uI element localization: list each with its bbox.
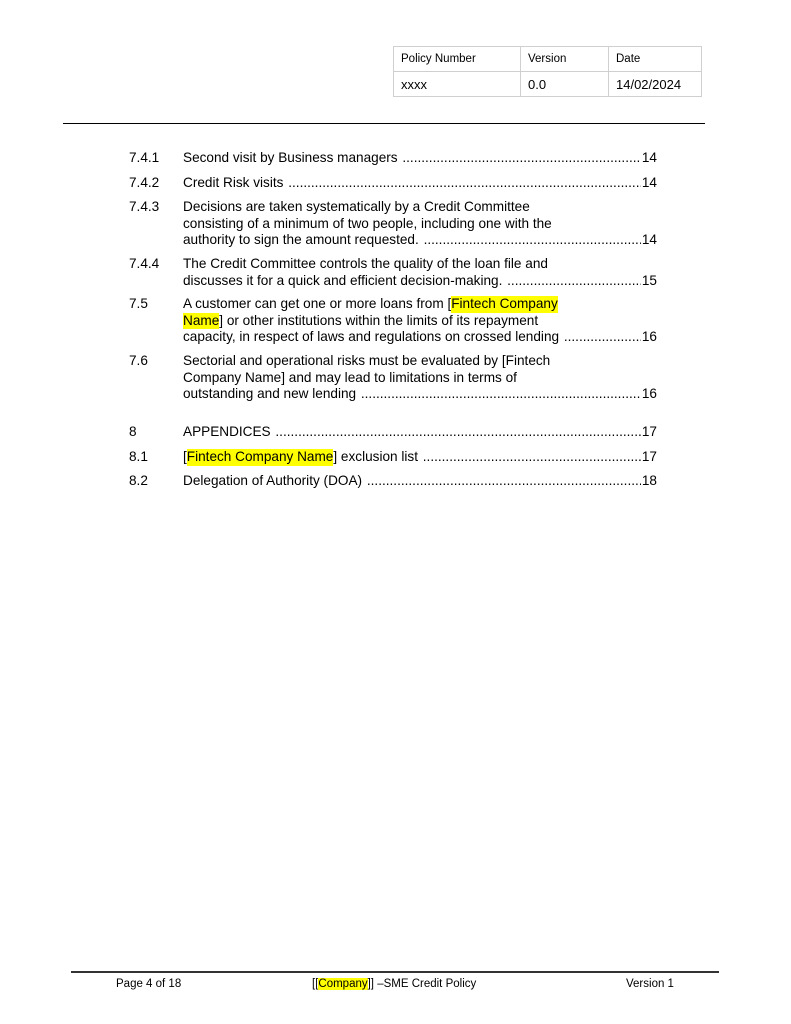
toc-entry-number: 7.6 <box>129 353 148 368</box>
policy-info-value-row: xxxx 0.0 14/02/2024 <box>393 71 702 97</box>
dot-leader <box>507 273 641 290</box>
value-policy-number: xxxx <box>393 71 521 97</box>
toc-entry-text: consisting of a minimum of two people, i… <box>183 215 552 231</box>
toc-page-number: 17 <box>641 424 657 439</box>
policy-info-header-row: Policy Number Version Date <box>393 46 702 72</box>
footer-document-title: [[Company]] –SME Credit Policy <box>312 978 476 990</box>
highlighted-placeholder: Fintech Company Name <box>186 449 334 466</box>
toc-page-number: 14 <box>641 232 657 247</box>
footer-title-suffix: ]] –SME Credit Policy <box>367 978 477 990</box>
dot-leader <box>402 150 641 167</box>
dot-leader <box>361 386 641 403</box>
toc-entry-text: discusses it for a quick and efficient d… <box>183 272 507 288</box>
toc-page-number: 16 <box>641 386 657 401</box>
footer-company-placeholder: Company <box>318 978 368 990</box>
highlighted-placeholder: Name <box>183 312 220 329</box>
toc-page-number: 15 <box>641 272 657 288</box>
toc-page-number: 17 <box>641 449 657 464</box>
dot-leader <box>275 424 640 441</box>
toc-entry-text: ] or other institutions within the limit… <box>219 312 539 328</box>
toc-entry-text: Credit Risk visits <box>183 175 288 190</box>
value-date: 14/02/2024 <box>608 71 702 97</box>
toc-entry-text: authority to sign the amount requested. <box>183 232 423 247</box>
footer-version: Version 1 <box>626 978 674 990</box>
toc-entry-number: 7.4.4 <box>129 256 160 271</box>
footer-title-prefix: [[ <box>312 978 319 990</box>
toc-entry-text: outstanding and new lending <box>183 386 360 401</box>
footer-divider <box>71 971 719 973</box>
toc-entry-text: Delegation of Authority (DOA) <box>183 473 366 488</box>
dot-leader <box>424 232 641 249</box>
toc-entry-text: Second visit by Business managers <box>183 150 402 165</box>
toc-entry-line: authority to sign the amount requested. … <box>183 232 657 249</box>
value-version: 0.0 <box>520 71 609 97</box>
toc-entry-line: Company Name] and may lead to limitation… <box>183 370 657 387</box>
header-version: Version <box>520 46 609 72</box>
toc-entry-line: Second visit by Business managers 14 <box>183 150 657 167</box>
toc-entry-number: 7.4.1 <box>129 150 160 165</box>
toc-entry-text: The Credit Committee controls the qualit… <box>183 256 548 271</box>
dot-leader <box>367 473 641 490</box>
toc-entry-line: Credit Risk visits 14 <box>183 175 657 192</box>
toc-entry-text: Decisions are taken systematically by a … <box>183 199 530 214</box>
toc-entry-number: 7.4.2 <box>129 175 160 190</box>
policy-info-table: Policy Number Version Date xxxx 0.0 14/0… <box>393 46 702 97</box>
toc-entry-line: APPENDICES 17 <box>183 424 657 441</box>
toc-page-number: 14 <box>641 175 657 190</box>
toc-entry-text: ] exclusion list <box>333 449 422 464</box>
toc-entry-line: capacity, in respect of laws and regulat… <box>183 329 657 346</box>
dot-leader <box>288 175 641 192</box>
toc-entry-number: 8 <box>129 424 137 439</box>
toc-entry-number: 7.4.3 <box>129 199 160 214</box>
toc-entry-line: A customer can get one or more loans fro… <box>183 296 657 313</box>
header-divider <box>63 123 705 124</box>
toc-entry-text: APPENDICES <box>183 424 275 439</box>
toc-page-number: 18 <box>641 473 657 488</box>
toc-entry-line: Sectorial and operational risks must be … <box>183 353 657 370</box>
toc-page-number: 14 <box>641 150 657 165</box>
toc-entry-text: Company Name] and may lead to limitation… <box>183 369 517 385</box>
toc-entry-text: A customer can get one or more loans fro… <box>183 296 452 311</box>
toc-entry-text: [ <box>183 449 187 464</box>
toc-entry-number: 8.2 <box>129 473 148 488</box>
toc-entry-line: Decisions are taken systematically by a … <box>183 199 657 216</box>
toc-entry-line: discusses it for a quick and efficient d… <box>183 273 657 290</box>
toc-entry-line: [Fintech Company Name] exclusion list 17 <box>183 449 657 466</box>
toc-entry-line: Name] or other institutions within the l… <box>183 312 657 329</box>
toc-entry-number: 7.5 <box>129 296 148 311</box>
highlighted-placeholder: Fintech Company <box>451 296 558 313</box>
header-date: Date <box>608 46 702 72</box>
footer-page-number: Page 4 of 18 <box>116 978 182 990</box>
dot-leader <box>564 329 641 346</box>
toc-entry-text: Sectorial and operational risks must be … <box>183 353 551 368</box>
toc-entry-line: outstanding and new lending 16 <box>183 386 657 403</box>
toc-page-number: 16 <box>641 329 657 344</box>
toc-entry-line: consisting of a minimum of two people, i… <box>183 216 657 233</box>
toc-entry-text: capacity, in respect of laws and regulat… <box>183 329 563 344</box>
toc-entry-number: 8.1 <box>129 449 148 464</box>
dot-leader <box>423 449 641 466</box>
toc-entry-line: The Credit Committee controls the qualit… <box>183 256 657 273</box>
toc-entry-line: Delegation of Authority (DOA) 18 <box>183 473 657 490</box>
header-policy-number: Policy Number <box>393 46 521 72</box>
